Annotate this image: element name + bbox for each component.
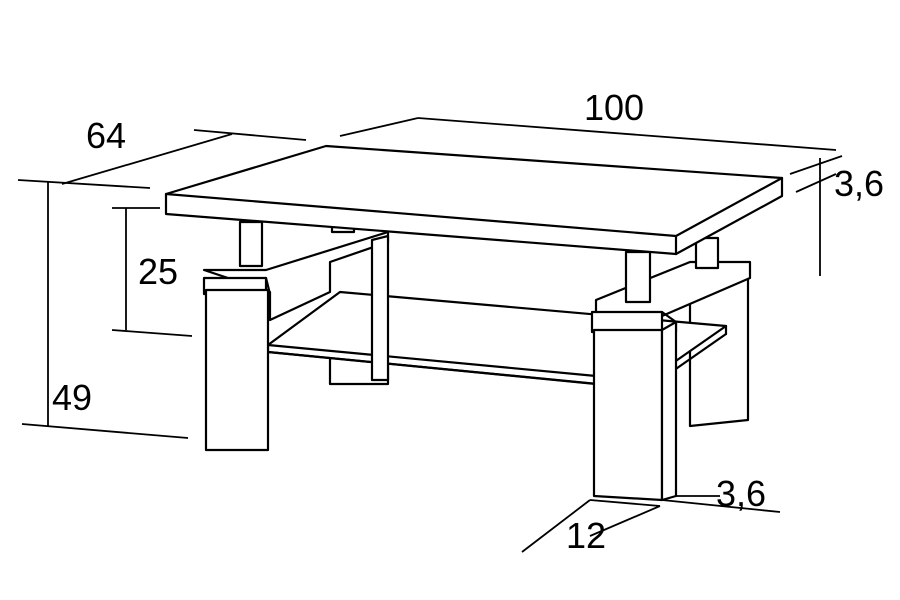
left-frame-rail bbox=[202, 230, 390, 382]
dimension-label-total-height: 49 bbox=[52, 377, 92, 418]
dimension-label-leg-width: 12 bbox=[566, 515, 606, 556]
dimension-label-depth: 64 bbox=[86, 115, 126, 156]
front-leg-left bbox=[202, 276, 272, 452]
front-leg-right bbox=[590, 310, 678, 502]
dimension-label-length: 100 bbox=[584, 87, 644, 128]
dimension-label-leg-thickness: 3,6 bbox=[716, 473, 766, 514]
dimension-label-shelf-to-top: 25 bbox=[138, 251, 178, 292]
table-top bbox=[164, 144, 784, 256]
dimension-lines bbox=[17, 117, 843, 553]
dimension-label-top-thickness: 3,6 bbox=[834, 163, 884, 204]
